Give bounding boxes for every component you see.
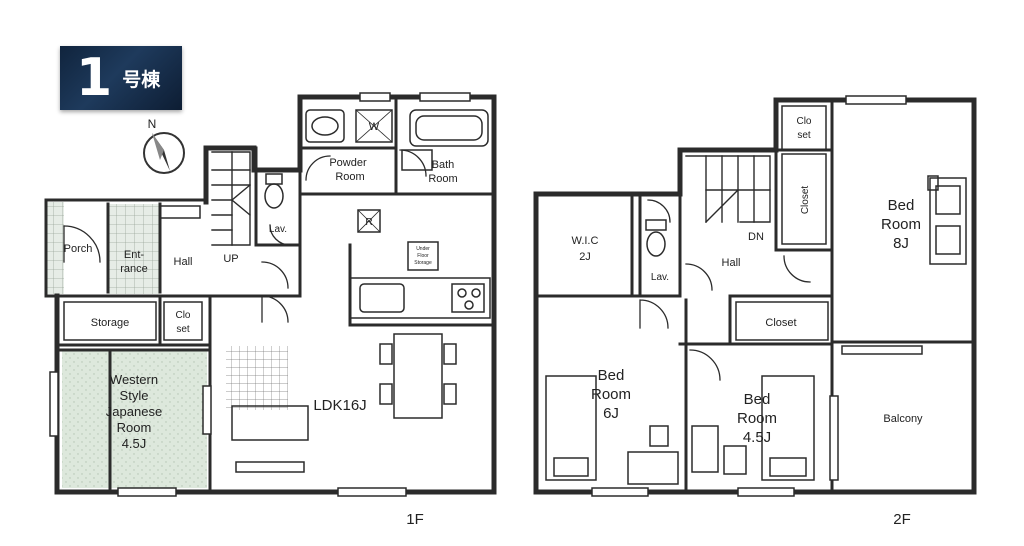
hall-1f-label: Hall xyxy=(174,256,193,268)
doors-2f xyxy=(639,199,811,381)
hall-2f-label: Hall xyxy=(722,257,741,269)
porch-label: Porch xyxy=(64,243,93,255)
lav-1f-label: Lav. xyxy=(269,224,287,235)
closet-1f-label-2: set xyxy=(176,324,190,335)
bedroom-6j-label-1: Bed xyxy=(598,367,625,384)
underfloor-label-2: Floor xyxy=(417,253,429,259)
floor-2f-label: 2F xyxy=(893,511,911,528)
closet-2f-vertical-label: Closet xyxy=(800,186,811,215)
western-room-label-2: Style xyxy=(120,388,149,403)
doors-1f xyxy=(63,149,427,323)
bedroom-45j-label-1: Bed xyxy=(744,391,771,408)
floor-grid-pattern xyxy=(226,346,288,410)
bedroom-8j-label-1: Bed xyxy=(888,197,915,214)
fixtures-1f xyxy=(63,109,491,473)
north-label: N xyxy=(148,117,157,131)
floor-1f-label: 1F xyxy=(406,511,424,528)
stairs-2f xyxy=(685,155,771,223)
first-floor-labels: Porch Ent- rance Hall UP Lav. Powder Roo… xyxy=(64,121,458,528)
bedroom-6j-label-3: 6J xyxy=(603,405,619,422)
fixtures-2f xyxy=(545,105,967,485)
western-room-label-4: Room xyxy=(117,420,152,435)
stairs-up-label: UP xyxy=(223,253,238,265)
stairs-down-label: DN xyxy=(748,231,764,243)
closet-2f-top-label-1: Clo xyxy=(796,116,811,127)
washer-label: W xyxy=(369,121,380,133)
powder-room-label-1: Powder xyxy=(329,157,367,169)
underfloor-label-3: Storage xyxy=(414,260,432,266)
western-room-label-5: 4.5J xyxy=(122,436,147,451)
second-floor-labels: W.I.C 2J Lav. Hall DN Clo set Closet Clo… xyxy=(572,116,924,528)
lav-2f-label: Lav. xyxy=(651,272,669,283)
western-room-label-3: Japanese xyxy=(106,404,162,419)
building-number-badge: 1 号棟 xyxy=(60,46,182,110)
stairs-1f xyxy=(211,151,251,246)
closet-1f-label-1: Clo xyxy=(175,310,190,321)
fridge-label: R xyxy=(365,217,372,228)
windows-1f xyxy=(49,92,471,497)
building-number: 1 xyxy=(76,48,113,108)
bedroom-8j-label-3: 8J xyxy=(893,235,909,252)
bedroom-45j-label-2: Room xyxy=(737,410,777,427)
western-room-label-1: Western xyxy=(110,372,158,387)
bedroom-6j-label-2: Room xyxy=(591,386,631,403)
first-floor xyxy=(44,92,497,497)
powder-room-label-2: Room xyxy=(335,171,364,183)
underfloor-label-1: Under xyxy=(416,246,430,252)
balcony-label: Balcony xyxy=(883,413,923,425)
closet-2f-hall-label: Closet xyxy=(765,317,796,329)
bedroom-45j-label-3: 4.5J xyxy=(743,429,771,446)
closet-2f-top-label-2: set xyxy=(797,130,811,141)
compass: N xyxy=(143,117,185,174)
bath-room-label-1: Bath xyxy=(432,159,455,171)
storage-label: Storage xyxy=(91,317,130,329)
bedroom-8j-label-2: Room xyxy=(881,216,921,233)
entrance-label-1: Ent- xyxy=(124,249,145,261)
entrance-label-2: rance xyxy=(120,263,148,275)
bath-room-label-2: Room xyxy=(428,173,457,185)
second-floor xyxy=(533,95,977,497)
wic-label-2: 2J xyxy=(579,251,591,263)
building-number-suffix: 号棟 xyxy=(122,68,161,91)
ldk-label: LDK16J xyxy=(313,397,366,414)
wic-label-1: W.I.C xyxy=(572,235,599,247)
windows-2f xyxy=(591,95,923,497)
